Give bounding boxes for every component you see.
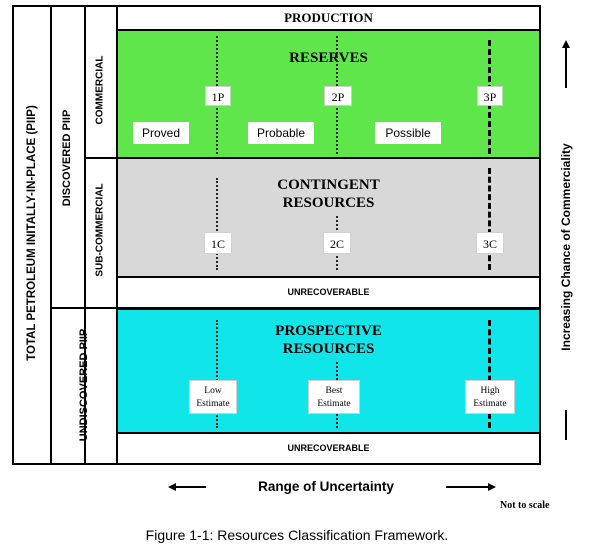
right-arrow-icon: [446, 483, 496, 491]
left-arrow-icon: [168, 483, 206, 491]
prospective-title-line2: RESOURCES: [282, 341, 375, 357]
estimate-high: High Estimate: [465, 380, 515, 414]
up-arrow-icon: [562, 40, 570, 88]
estimate-best-line1: Best: [325, 386, 343, 396]
prospective-title-line1: PROSPECTIVE: [275, 323, 382, 339]
undiscovered-piip-label: UNDISCOVERED PIIP: [78, 328, 90, 442]
contingent-3c-line: [488, 168, 491, 270]
unrecoverable-undiscovered: UNRECOVERABLE: [118, 434, 539, 463]
unrecoverable-discovered: UNRECOVERABLE: [118, 278, 539, 307]
divider-discovered-undiscovered: [50, 307, 118, 309]
contingent-band: [118, 159, 539, 276]
estimate-low: Low Estimate: [189, 380, 237, 414]
estimate-low-line2: Estimate: [196, 399, 230, 409]
category-possible: Possible: [375, 122, 441, 144]
marker-2p: 2P: [324, 86, 352, 106]
marker-3c: 3C: [476, 232, 504, 254]
production-row: PRODUCTION: [118, 7, 539, 29]
divider-contingent: [118, 276, 539, 278]
prospective-title: PROSPECTIVE RESOURCES: [118, 322, 539, 358]
divider-prospective: [118, 432, 539, 434]
divider-reserves: [118, 157, 539, 159]
contingent-title-line2: RESOURCES: [282, 195, 375, 211]
prospective-low-line: [216, 320, 218, 428]
right-axis-tail: [565, 410, 567, 440]
contingent-title-line1: CONTINGENT: [277, 177, 380, 193]
divider-production: [118, 29, 539, 31]
total-piip-label: TOTAL PETROLEUM INITALLY-IN-PLACE (PIIP): [26, 105, 38, 361]
contingent-title: CONTINGENT RESOURCES: [118, 176, 539, 212]
category-proved: Proved: [133, 122, 189, 144]
estimate-high-line1: High: [480, 386, 500, 396]
estimate-best-line2: Estimate: [317, 399, 351, 409]
divider-main: [116, 5, 118, 465]
discovered-piip-label: DISCOVERED PIIP: [61, 109, 73, 207]
estimate-best: Best Estimate: [308, 380, 360, 414]
marker-3p: 3P: [477, 86, 503, 106]
contingent-1c-line: [216, 178, 218, 270]
divider-discovered: [84, 5, 86, 465]
estimate-high-line2: Estimate: [473, 399, 507, 409]
divider-unrecoverable-1: [118, 307, 539, 310]
marker-1p: 1P: [205, 86, 231, 106]
marker-1c: 1C: [204, 232, 232, 254]
figure-caption: Figure 1-1: Resources Classification Fra…: [145, 527, 449, 543]
reserves-title: RESERVES: [289, 50, 368, 66]
sub-commercial-label: SUB-COMMERCIAL: [94, 183, 106, 277]
bottom-axis-label: Range of Uncertainty: [258, 479, 394, 494]
commercial-label: COMMERCIAL: [94, 55, 106, 125]
marker-2c: 2C: [323, 232, 351, 254]
estimate-low-line1: Low: [204, 386, 222, 396]
not-to-scale-note: Not to scale: [500, 500, 550, 511]
right-axis-label: Increasing Chance of Commerciality: [559, 143, 573, 351]
divider-commercial-sub: [84, 157, 118, 159]
prospective-high-line: [488, 320, 491, 428]
divider-piip: [50, 5, 52, 465]
category-probable: Probable: [248, 122, 314, 144]
